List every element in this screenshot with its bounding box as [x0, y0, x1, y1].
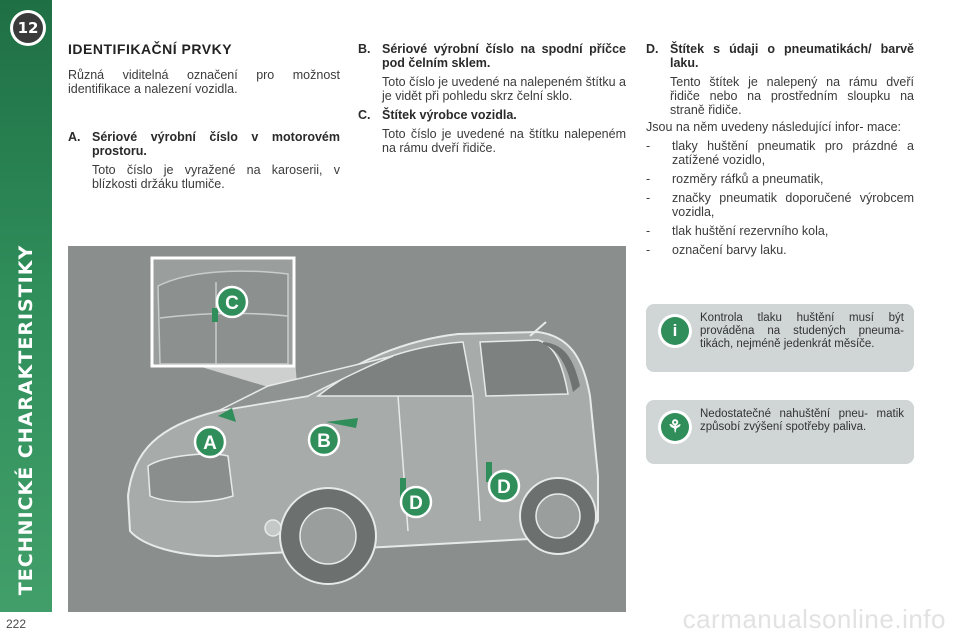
column-3: D. Štítek s údaji o pneumatikách/ barvě … — [646, 42, 914, 257]
page-number-box — [0, 612, 52, 640]
svg-text:D: D — [409, 493, 423, 514]
item-d-body: Tento štítek je nalepený na rámu dveří ř… — [670, 75, 914, 117]
item-a-letter: A. — [68, 130, 81, 144]
item-b: B. Sériové výrobní číslo na spodní příčc… — [358, 42, 626, 103]
label-d-rear: D — [487, 469, 521, 503]
tyre-info-list: -tlaky huštění pneumatik pro prázdné a z… — [646, 139, 914, 257]
column-2: B. Sériové výrobní číslo na spodní příčc… — [358, 42, 626, 155]
section-title: TECHNICKÉ CHARAKTERISTIKY — [15, 244, 37, 596]
svg-text:B: B — [317, 431, 331, 452]
item-b-heading: Sériové výrobní číslo na spodní příčce p… — [382, 42, 626, 70]
page-title: IDENTIFIKAČNÍ PRVKY — [68, 41, 233, 57]
chapter-number: 12 — [13, 13, 43, 43]
list-item: -označení barvy laku. — [646, 243, 787, 257]
list-item: -rozměry ráfků a pneumatik, — [646, 172, 824, 186]
eco-note: ⚘ Nedostatečné nahuštění pneu- matik způ… — [646, 400, 914, 464]
item-a-heading: Sériové výrobní číslo v motorovém prosto… — [92, 130, 340, 158]
watermark: carmanualsonline.info — [682, 604, 946, 634]
eco-icon: ⚘ — [658, 410, 692, 444]
column-1: IDENTIFIKAČNÍ PRVKY Různá viditelná ozna… — [68, 42, 340, 191]
list-item: -tlaky huštění pneumatik pro prázdné a z… — [646, 139, 914, 167]
svg-text:A: A — [203, 433, 217, 454]
label-d-front: D — [399, 485, 433, 519]
info-icon: i — [658, 314, 692, 348]
item-c-body: Toto číslo je uvedené na štítku nalepené… — [382, 127, 626, 155]
intro-text: Různá viditelná označení pro možnost ide… — [68, 68, 340, 96]
info-note-text: Kontrola tlaku huštění musí být prováděn… — [700, 312, 904, 350]
list-item: -tlak huštění rezervního kola, — [646, 224, 829, 238]
eco-note-text: Nedostatečné nahuštění pneu- matik způso… — [700, 408, 904, 433]
svg-text:C: C — [225, 293, 239, 314]
item-d-letter: D. — [646, 42, 659, 56]
list-intro: Jsou na něm uvedeny následující infor- m… — [646, 120, 901, 134]
item-d: D. Štítek s údaji o pneumatikách/ barvě … — [646, 42, 914, 117]
label-a: A — [193, 425, 227, 459]
item-b-letter: B. — [358, 42, 371, 56]
item-c-heading: Štítek výrobce vozidla. — [382, 108, 517, 122]
page-number: 222 — [6, 617, 27, 631]
vehicle-illustration: A B C D D — [68, 246, 626, 612]
item-c-letter: C. — [358, 108, 371, 122]
chapter-sidebar: 12 TECHNICKÉ CHARAKTERISTIKY — [0, 0, 52, 640]
item-d-heading: Štítek s údaji o pneumatikách/ barvě lak… — [670, 42, 914, 70]
item-c: C. Štítek výrobce vozidla. Toto číslo je… — [358, 108, 626, 155]
label-b: B — [307, 423, 341, 457]
svg-text:D: D — [497, 477, 511, 498]
chapter-number-badge: 12 — [10, 10, 46, 46]
item-a: A. Sériové výrobní číslo v motorovém pro… — [68, 130, 340, 191]
item-a-body: Toto číslo je vyražené na karoserii, v b… — [92, 163, 340, 191]
item-b-body: Toto číslo je uvedené na nalepeném štítk… — [382, 75, 626, 103]
info-note: i Kontrola tlaku huštění musí být provád… — [646, 304, 914, 372]
label-c: C — [215, 285, 249, 319]
list-item: -značky pneumatik doporučené výrobcem vo… — [646, 191, 914, 219]
